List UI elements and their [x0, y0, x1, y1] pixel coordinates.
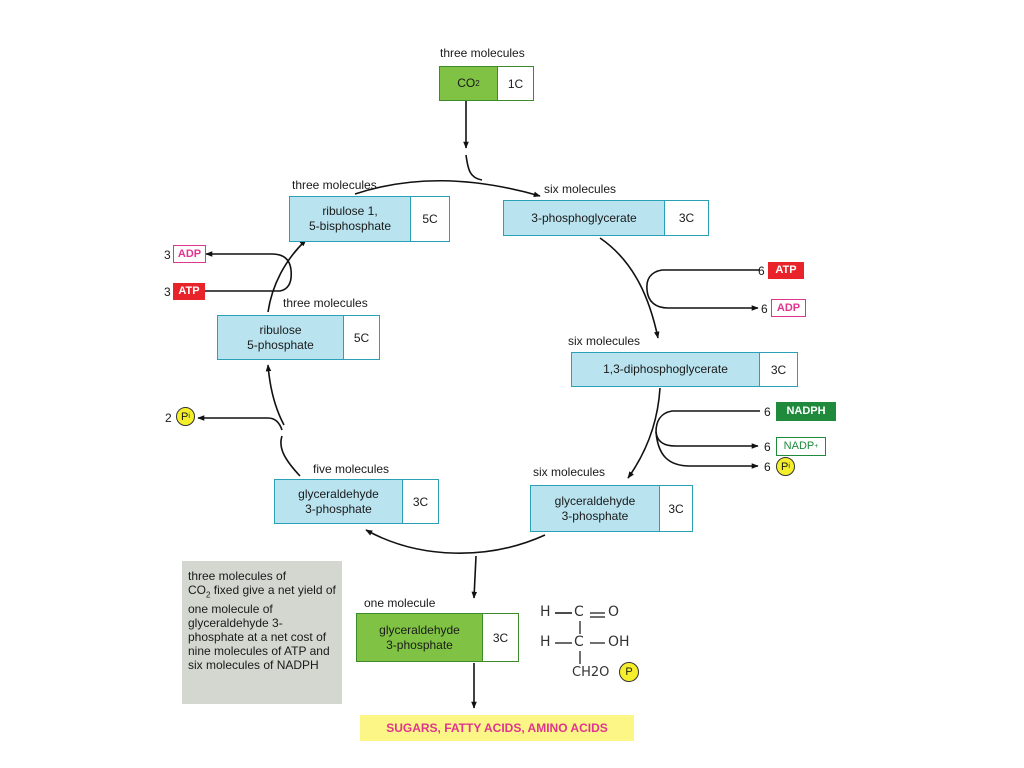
pga-carbons: 3C [678, 211, 695, 225]
struct-phosphate-label: P [625, 666, 633, 678]
dpg-carbons: 3C [770, 362, 787, 377]
dpg-name: 1,3-diphosphoglycerate [572, 353, 760, 386]
nadp-6-tag: NADP+ [776, 437, 826, 456]
rubp-box: ribulose 1, 5-bisphosphate 5C [289, 196, 450, 242]
arc-phosphorylation [599, 237, 660, 339]
net-yield-note: three molecules of CO2 fixed give a net … [182, 561, 342, 704]
ru5p-caption: three molecules [283, 296, 368, 310]
pga-name: 3-phosphoglycerate [504, 201, 665, 235]
rubp-caption: three molecules [292, 178, 377, 192]
g3p-five-caption: five molecules [313, 462, 390, 476]
note-co2-main: CO [188, 583, 206, 597]
g3p-six-caption: six molecules [533, 465, 606, 479]
atp-3-tag: ATP [173, 283, 205, 300]
dpg-box: 1,3-diphosphoglycerate 3C [571, 352, 798, 387]
atp-in-line-3 [205, 269, 293, 292]
output-products: SUGARS, FATTY ACIDS, AMINO ACIDS [360, 715, 634, 741]
pi-2-sub: i [188, 413, 190, 420]
arc-ru5p-to-rubp [267, 239, 307, 313]
dpg-caption: six molecules [568, 334, 641, 348]
pi-6-label: P [781, 460, 789, 473]
pi-2-count: 2 [165, 411, 172, 425]
g3p-six-carbons: 3C [668, 501, 684, 516]
struct-c1: C [574, 604, 584, 620]
arc-carboxylation [354, 179, 541, 197]
atp-6-count: 6 [758, 264, 765, 278]
co2-merge-curve [465, 154, 483, 181]
co2-carbons: 1C [507, 76, 524, 91]
note-co2-sub: 2 [206, 590, 211, 600]
arc-reduction [627, 387, 661, 479]
nadph-6-tag: NADPH [776, 402, 836, 421]
g3p-one-carbons: 3C [492, 630, 509, 645]
ru5p-box: ribulose 5-phosphate 5C [217, 315, 380, 360]
g3p-one-caption: one molecule [364, 596, 436, 610]
struct-phosphate-circle: P [619, 662, 639, 682]
g3p-export-arrow [471, 555, 478, 599]
arc-left-lower [280, 435, 301, 477]
note-rest: fixed give a net yield of one molecule o… [188, 583, 336, 673]
adp-out-line [646, 289, 759, 311]
adp-out-line-3 [205, 251, 292, 271]
rubp-carbons: 5C [422, 212, 438, 226]
g3p-one-name: glyceraldehyde 3-phosphate [357, 614, 483, 661]
nadp-6-charge: + [814, 443, 819, 450]
pi-6-count: 6 [764, 460, 771, 474]
pi-out-line [655, 431, 759, 469]
g3p-one-box: glyceraldehyde 3-phosphate 3C [356, 613, 519, 662]
g3p-five-carbons: 3C [412, 494, 429, 509]
pi-2-label: P [181, 410, 189, 423]
atp-3-count: 3 [164, 285, 171, 299]
g3p-five-name: glyceraldehyde 3-phosphate [275, 480, 403, 523]
struct-oh: OH [608, 634, 630, 650]
adp-6-count: 6 [761, 302, 768, 316]
adp-6-tag: ADP [771, 299, 806, 317]
nadp-6-count: 6 [764, 440, 771, 454]
nadph-in-line [655, 410, 760, 433]
nadp-6-label: NADP [783, 440, 815, 452]
ru5p-name: ribulose 5-phosphate [218, 316, 344, 359]
atp-6-tag: ATP [768, 262, 804, 279]
pga-box: 3-phosphoglycerate 3C [503, 200, 709, 236]
co2-formula-sub: 2 [475, 79, 480, 88]
struct-h2: H [540, 634, 551, 650]
adp-3-count: 3 [164, 248, 171, 262]
co2-formula-main: CO [457, 76, 476, 90]
nadp-out-line [655, 431, 759, 449]
struct-h1: H [540, 604, 551, 620]
atp-in-line [646, 269, 760, 291]
g3p-six-name: glyceraldehyde 3-phosphate [531, 486, 660, 531]
g3p-six-box: glyceraldehyde 3-phosphate 3C [530, 485, 693, 532]
arc-regeneration-bottom [365, 529, 546, 554]
ru5p-carbons: 5C [353, 330, 370, 345]
nadph-6-count: 6 [764, 405, 771, 419]
pi-release-line [197, 415, 283, 431]
arc-left-upper [265, 364, 285, 426]
struct-ch2o: CH2O [572, 665, 610, 680]
note-line1: three molecules of [188, 569, 287, 583]
struct-o1: O [608, 604, 620, 620]
co2-caption: three molecules [440, 46, 525, 60]
pga-caption: six molecules [544, 182, 617, 196]
struct-c2: C [574, 634, 584, 650]
adp-3-tag: ADP [173, 245, 206, 263]
pi-6-sub: i [788, 463, 790, 470]
g3p-five-box: glyceraldehyde 3-phosphate 3C [274, 479, 439, 524]
rubp-name: ribulose 1, 5-bisphosphate [290, 197, 411, 241]
